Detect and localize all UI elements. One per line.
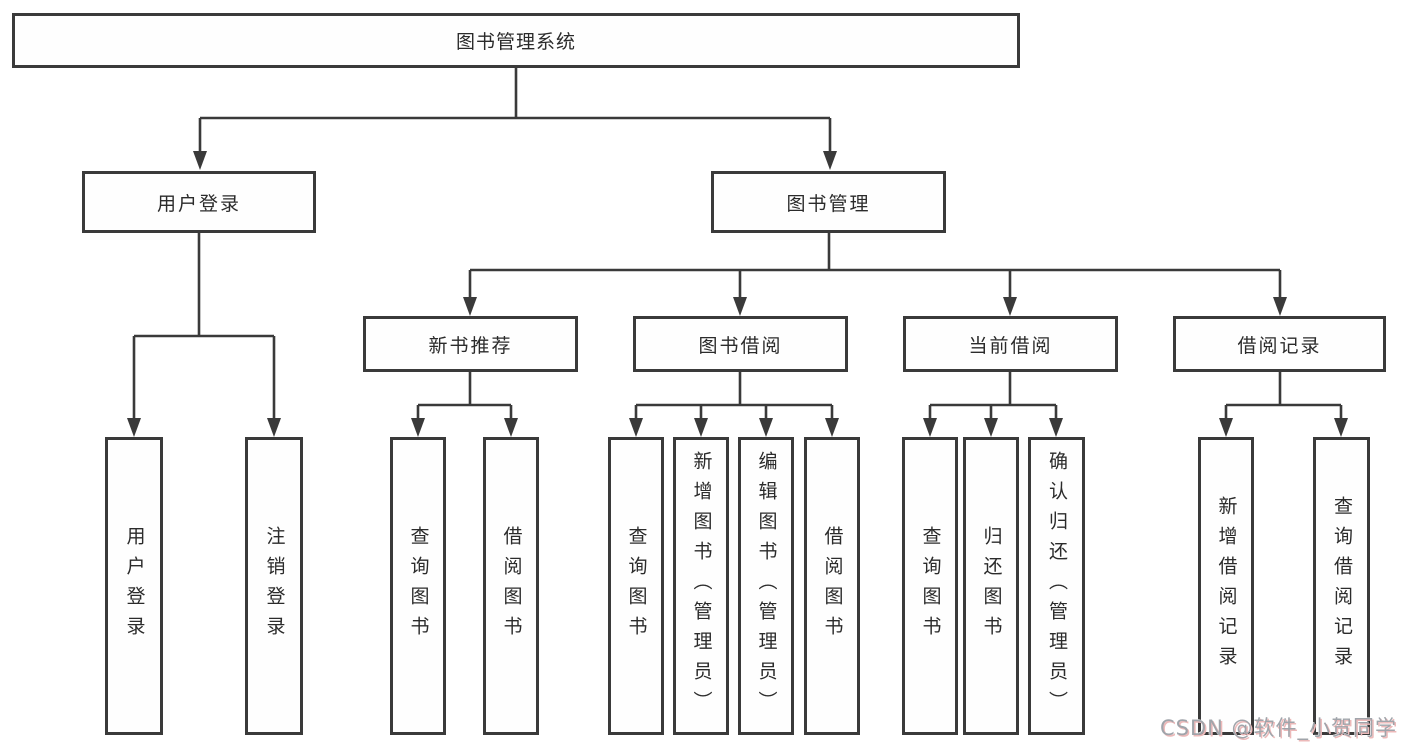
csdn-watermark: CSDN @软件_小贺同学 (1160, 716, 1398, 740)
node-root-library-management-system: 图书管理系统 (12, 13, 1020, 68)
node-current-borrowing: 当前借阅 (903, 316, 1118, 372)
leaf-borrow-borrow-books: 借阅图书 (804, 437, 860, 735)
node-book-management: 图书管理 (711, 171, 946, 233)
leaf-current-return-books: 归还图书 (963, 437, 1019, 735)
leaf-borrow-edit-books-admin: 编辑图书（管理员） (738, 437, 794, 735)
leaf-borrow-add-books-admin: 新增图书（管理员） (673, 437, 729, 735)
leaf-user-login: 用户登录 (105, 437, 163, 735)
leaf-current-confirm-return-admin: 确认归还（管理员） (1028, 437, 1085, 735)
leaf-record-add-borrow-record: 新增借阅记录 (1198, 437, 1254, 735)
leaf-newbook-borrow-books: 借阅图书 (483, 437, 539, 735)
leaf-logout: 注销登录 (245, 437, 303, 735)
leaf-current-query-books: 查询图书 (902, 437, 958, 735)
leaf-newbook-query-books: 查询图书 (390, 437, 446, 735)
arrowheads (127, 151, 1348, 437)
node-user-login: 用户登录 (82, 171, 316, 233)
node-book-borrowing: 图书借阅 (633, 316, 848, 372)
leaf-record-query-borrow-record: 查询借阅记录 (1313, 437, 1370, 735)
node-borrow-records: 借阅记录 (1173, 316, 1386, 372)
node-new-book-recommend: 新书推荐 (363, 316, 578, 372)
leaf-borrow-query-books: 查询图书 (608, 437, 664, 735)
